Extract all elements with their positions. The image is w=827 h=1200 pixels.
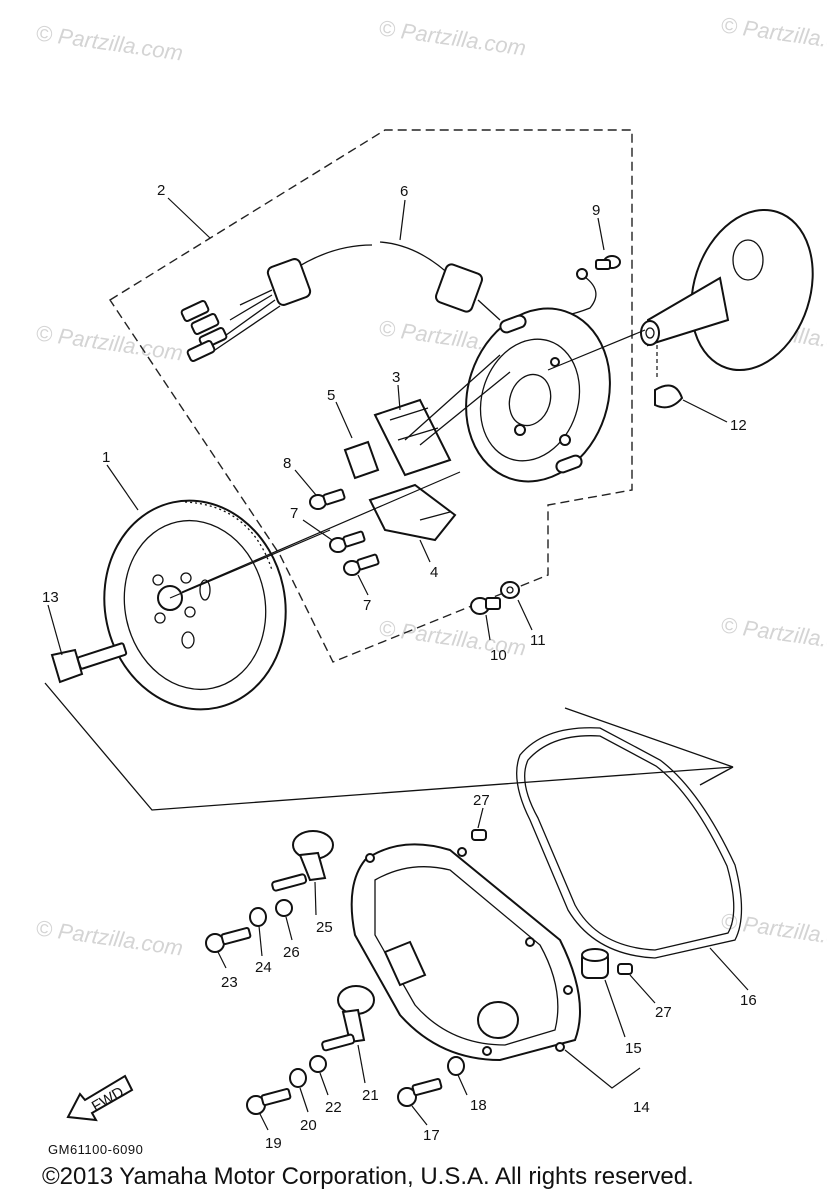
callout-21: 21 bbox=[362, 1087, 379, 1104]
stator-plate bbox=[465, 307, 611, 483]
callout-22: 22 bbox=[325, 1099, 342, 1116]
collar-22 bbox=[309, 1055, 327, 1073]
callout-11: 11 bbox=[530, 632, 546, 649]
callout-15: 15 bbox=[625, 1040, 642, 1057]
washer-20 bbox=[289, 1068, 307, 1088]
watermark: © Partzilla.com bbox=[719, 12, 827, 57]
woodruff-key-12 bbox=[654, 384, 684, 409]
callout-16: 16 bbox=[740, 992, 757, 1009]
washer-11 bbox=[500, 581, 520, 599]
collar-26 bbox=[275, 899, 293, 917]
cover-reference-outline bbox=[699, 766, 734, 786]
diagram-code: GM61100-6090 bbox=[48, 1142, 144, 1157]
dowel-pin-27a bbox=[471, 829, 487, 841]
callout-7a: 7 bbox=[290, 505, 298, 522]
watermark: © Partzilla.com bbox=[377, 15, 527, 60]
callout-12: 12 bbox=[730, 417, 747, 434]
callout-6: 6 bbox=[400, 183, 408, 200]
rotor-axis-line bbox=[547, 329, 646, 371]
callout-2: 2 bbox=[157, 182, 165, 199]
watermark: © Partzilla.com bbox=[34, 320, 184, 365]
fwd-arrow-icon: FWD bbox=[66, 1074, 134, 1122]
leader-lines bbox=[47, 197, 749, 1131]
gasket bbox=[516, 727, 743, 959]
callout-26: 26 bbox=[283, 944, 300, 961]
bolt-9 bbox=[595, 255, 621, 270]
watermark: © Partzilla.com bbox=[719, 612, 827, 657]
callout-18: 18 bbox=[470, 1097, 487, 1114]
dowel-pin-27b bbox=[617, 963, 633, 975]
watermark: © Partzilla.com bbox=[34, 915, 184, 960]
callout-8: 8 bbox=[283, 455, 291, 472]
callout-19: 19 bbox=[265, 1135, 282, 1152]
callout-23: 23 bbox=[221, 974, 238, 991]
bolt-10 bbox=[470, 597, 501, 615]
callouts: 1 2 3 4 5 6 7 7 8 9 10 11 12 13 14 15 16… bbox=[42, 182, 757, 1152]
callout-25: 25 bbox=[316, 919, 333, 936]
rotor bbox=[640, 208, 814, 372]
callout-3: 3 bbox=[392, 369, 400, 386]
callout-20: 20 bbox=[300, 1117, 317, 1134]
clamp-25 bbox=[271, 830, 334, 892]
stator-assembly-outline bbox=[109, 129, 633, 663]
watermarks: © Partzilla.com © Partzilla.com © Partzi… bbox=[34, 12, 827, 960]
callout-7b: 7 bbox=[363, 597, 371, 614]
washer-18 bbox=[447, 1056, 465, 1076]
gasket-inner bbox=[524, 735, 735, 951]
watermark: © Partzilla.com bbox=[719, 908, 827, 953]
flywheel-reference-outline bbox=[44, 682, 734, 811]
callout-27b: 27 bbox=[655, 1004, 672, 1021]
brush-unit bbox=[368, 483, 457, 542]
clamp-21 bbox=[321, 985, 375, 1052]
wire-harness bbox=[180, 241, 501, 362]
callout-17: 17 bbox=[423, 1127, 440, 1144]
screw-8 bbox=[309, 488, 346, 510]
callout-24: 24 bbox=[255, 959, 272, 976]
bolt-19 bbox=[246, 1087, 292, 1115]
callout-14: 14 bbox=[633, 1099, 650, 1116]
bolt-13 bbox=[50, 642, 128, 684]
callout-4: 4 bbox=[430, 564, 438, 581]
pickup-coil bbox=[343, 354, 511, 480]
washer-24 bbox=[249, 907, 267, 927]
callout-5: 5 bbox=[327, 387, 335, 404]
callout-10: 10 bbox=[490, 647, 507, 664]
watermark: © Partzilla.com bbox=[34, 20, 184, 65]
screw-7b bbox=[343, 553, 380, 576]
callout-27a: 27 bbox=[473, 792, 490, 809]
copyright-notice: ©2013 Yamaha Motor Corporation, U.S.A. A… bbox=[42, 1163, 694, 1190]
bolt-17 bbox=[397, 1077, 443, 1107]
crankcase-cover bbox=[350, 843, 581, 1062]
callout-13: 13 bbox=[42, 589, 59, 606]
bolt-23 bbox=[205, 926, 252, 953]
oil-seal-15 bbox=[581, 948, 609, 979]
callout-9: 9 bbox=[592, 202, 600, 219]
screw-7a bbox=[329, 530, 366, 553]
ground-lead-terminal bbox=[576, 268, 588, 280]
flywheel bbox=[103, 499, 287, 711]
callout-1: 1 bbox=[102, 449, 110, 466]
